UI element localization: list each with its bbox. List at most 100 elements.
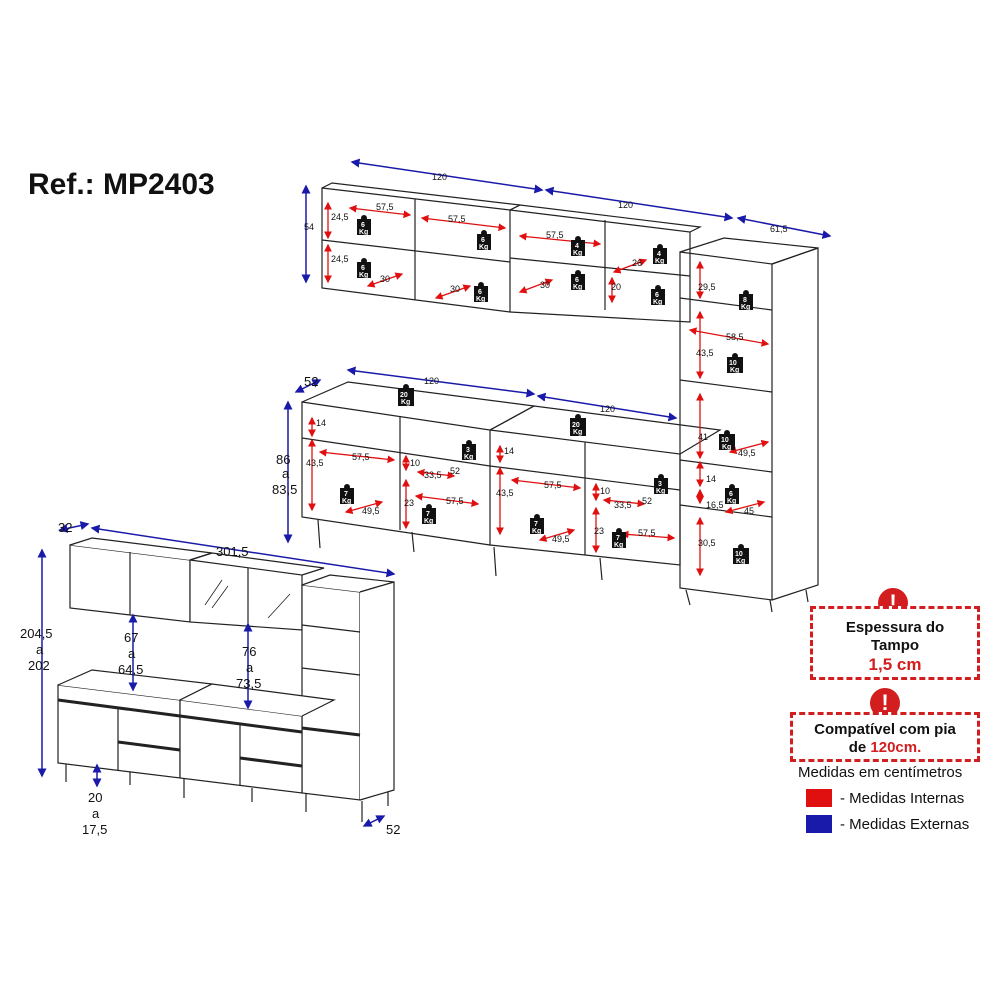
load-tag: 6Kg (651, 285, 665, 306)
pia-notice: Compatível com pia de 120cm. (790, 712, 980, 762)
svg-text:45: 45 (744, 506, 754, 516)
pia-line2-value: 120cm. (870, 739, 922, 756)
svg-text:Kg: Kg (573, 250, 582, 257)
svg-text:30: 30 (450, 284, 460, 294)
legend-swatch-internal (806, 789, 832, 807)
legend-label-internal: - Medidas Internas (840, 789, 965, 807)
tampo-title-line1: Espessura do (845, 619, 945, 636)
load-tag: 6Kg (725, 484, 739, 505)
svg-text:4: 4 (575, 243, 579, 250)
svg-text:Kg: Kg (653, 299, 662, 306)
svg-text:8: 8 (743, 297, 747, 304)
svg-text:6: 6 (481, 237, 485, 244)
svg-text:54: 54 (304, 222, 314, 232)
svg-text:61,5: 61,5 (770, 224, 788, 234)
svg-text:43,5: 43,5 (306, 458, 324, 468)
svg-text:4: 4 (657, 251, 661, 258)
svg-text:3: 3 (658, 481, 662, 488)
svg-text:6: 6 (478, 289, 482, 296)
svg-text:43,5: 43,5 (696, 348, 714, 358)
svg-text:16,5: 16,5 (706, 500, 724, 510)
svg-text:24,5: 24,5 (331, 254, 349, 264)
svg-text:67: 67 (124, 630, 138, 645)
svg-text:57,5: 57,5 (546, 230, 564, 240)
pia-line2-prefix: de (848, 739, 871, 756)
svg-text:6: 6 (575, 277, 579, 284)
svg-text:52: 52 (450, 466, 460, 476)
load-tag: 6Kg (477, 230, 491, 251)
svg-text:Kg: Kg (532, 528, 541, 535)
svg-text:Kg: Kg (736, 558, 745, 565)
svg-text:30,5: 30,5 (698, 538, 716, 548)
load-tag: 7Kg (422, 504, 436, 525)
svg-text:a: a (128, 646, 136, 661)
svg-text:30: 30 (540, 280, 550, 290)
svg-text:Kg: Kg (730, 367, 739, 374)
legend-item-internal: - Medidas Internas (798, 789, 969, 807)
svg-text:14: 14 (316, 418, 326, 428)
external-dimensions (37, 158, 832, 827)
svg-text:20: 20 (88, 790, 102, 805)
svg-text:Kg: Kg (656, 488, 665, 495)
svg-text:Kg: Kg (424, 518, 433, 525)
svg-text:10: 10 (410, 458, 420, 468)
svg-text:a: a (282, 466, 290, 481)
svg-text:3: 3 (466, 447, 470, 454)
svg-text:a: a (36, 642, 44, 657)
tampo-notice: Espessura do Tampo 1,5 cm (810, 606, 980, 680)
svg-text:120: 120 (600, 404, 615, 414)
load-tag: 3Kg (462, 440, 476, 461)
svg-text:33,5: 33,5 (614, 500, 632, 510)
svg-text:Kg: Kg (573, 284, 582, 291)
svg-text:52: 52 (386, 822, 400, 837)
svg-text:7: 7 (534, 521, 538, 528)
svg-text:Kg: Kg (359, 229, 368, 236)
svg-text:14: 14 (706, 474, 716, 484)
svg-text:43,5: 43,5 (496, 488, 514, 498)
svg-text:120: 120 (424, 376, 439, 386)
svg-text:57,5: 57,5 (448, 214, 466, 224)
svg-text:57,5: 57,5 (376, 202, 394, 212)
svg-text:57,5: 57,5 (544, 480, 562, 490)
svg-text:76: 76 (242, 644, 256, 659)
svg-text:20: 20 (611, 282, 621, 292)
legend-item-external: - Medidas Externas (798, 815, 969, 833)
load-tag: 6Kg (357, 258, 371, 279)
svg-text:20: 20 (400, 392, 408, 399)
internal-dimension-labels: 57,5 57,5 57,5 24,5 24,5 30 30 30 26 20 … (306, 202, 756, 548)
svg-text:23: 23 (594, 526, 604, 536)
svg-text:Kg: Kg (479, 244, 488, 251)
svg-text:Kg: Kg (342, 498, 351, 505)
load-tag: 4Kg (653, 244, 667, 265)
svg-text:301,5: 301,5 (216, 544, 249, 559)
svg-text:7: 7 (344, 491, 348, 498)
load-tags: 6Kg 6Kg 6Kg 6Kg 4Kg 6Kg 4Kg 6Kg 8Kg 10Kg… (340, 215, 753, 565)
svg-text:73,5: 73,5 (236, 676, 261, 691)
svg-text:52: 52 (642, 496, 652, 506)
svg-text:49,5: 49,5 (552, 534, 570, 544)
load-tag: 3Kg (654, 474, 668, 495)
legend: Medidas em centímetros - Medidas Interna… (798, 764, 969, 833)
svg-text:20: 20 (572, 422, 580, 429)
svg-text:202: 202 (28, 658, 50, 673)
load-tag: 7Kg (530, 514, 544, 535)
load-tag: 7Kg (612, 528, 626, 549)
svg-text:Kg: Kg (359, 272, 368, 279)
svg-text:a: a (246, 660, 254, 675)
svg-text:120: 120 (618, 200, 633, 210)
load-tag: 6Kg (357, 215, 371, 236)
pia-line2: de 120cm. (793, 739, 977, 757)
svg-text:57,5: 57,5 (638, 528, 656, 538)
svg-text:Kg: Kg (401, 399, 410, 406)
svg-text:Kg: Kg (727, 498, 736, 505)
svg-text:17,5: 17,5 (82, 822, 107, 837)
svg-text:6: 6 (361, 265, 365, 272)
internal-dimensions (308, 201, 770, 577)
svg-text:Kg: Kg (614, 542, 623, 549)
